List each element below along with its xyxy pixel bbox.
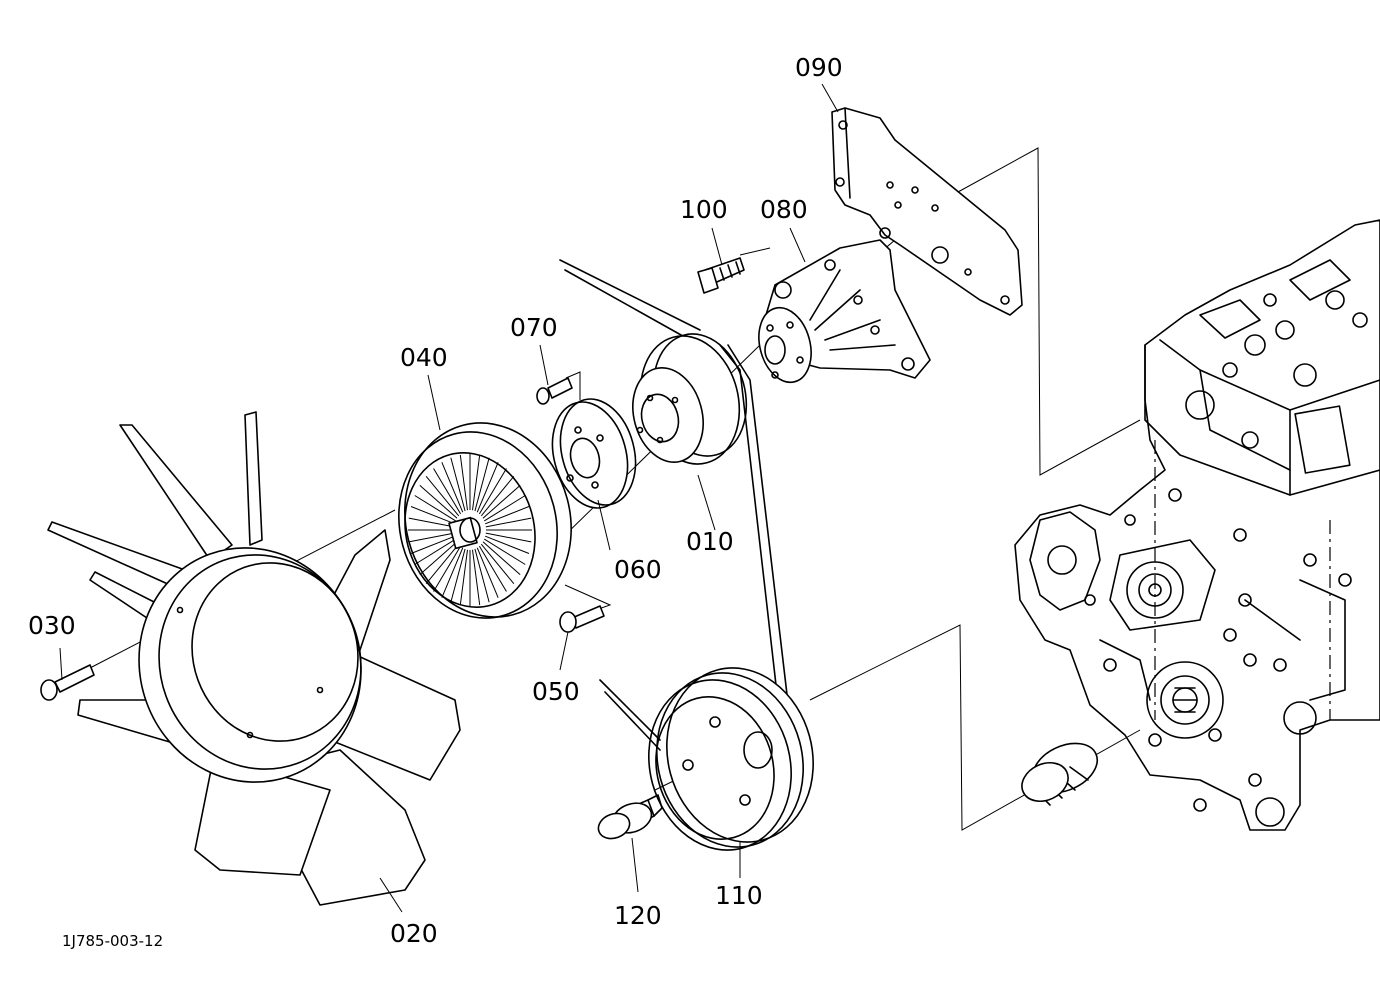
- label-040: 040: [400, 343, 448, 372]
- clutch-fin: [480, 543, 515, 585]
- clutch-fin: [485, 506, 530, 525]
- v-belt: [559, 259, 791, 751]
- part-090-bracket-plate: [831, 107, 1023, 316]
- clutch-fin: [478, 545, 507, 592]
- part-100-bolt: [697, 257, 745, 294]
- clutch-fin: [433, 468, 462, 515]
- clutch-fin: [474, 457, 490, 512]
- clutch-fin: [485, 532, 532, 543]
- clutch-fin: [476, 547, 499, 598]
- clutch-fin: [472, 454, 481, 511]
- leader-lines: [59, 83, 839, 913]
- part-030-bolt: [40, 664, 95, 701]
- part-020-cooling-fan: [47, 411, 461, 906]
- clutch-fin: [441, 547, 464, 598]
- label-110: 110: [715, 881, 763, 910]
- clutch-fin: [472, 549, 481, 606]
- part-110-crank-pulley: [648, 667, 814, 851]
- label-100: 100: [680, 195, 728, 224]
- clutch-fin: [410, 535, 455, 554]
- clutch-fin: [474, 548, 490, 603]
- label-060: 060: [614, 555, 662, 584]
- label-050: 050: [532, 677, 580, 706]
- part-labels: 090 100 080 070 040 010 060 030 050 110 …: [28, 53, 843, 950]
- clutch-fin: [478, 468, 507, 515]
- part-080-fan-bracket: [758, 227, 931, 384]
- label-090: 090: [795, 53, 843, 82]
- clutch-fin: [425, 475, 460, 517]
- clutch-fin: [485, 535, 530, 554]
- clutch-fin: [485, 517, 532, 528]
- clutch-fin: [459, 549, 468, 606]
- clutch-fin: [419, 541, 458, 576]
- clutch-fin: [408, 517, 455, 528]
- clutch-fin: [483, 495, 526, 522]
- clutch-fin: [450, 457, 466, 512]
- clutch-fin: [441, 462, 464, 513]
- clutch-fin: [414, 495, 457, 522]
- part-050-bolt: [559, 605, 605, 633]
- clutch-fin: [483, 538, 526, 565]
- label-010: 010: [686, 527, 734, 556]
- reference-code: 1J785-003-12: [62, 932, 163, 950]
- clutch-fin: [480, 475, 515, 517]
- clutch-fin: [476, 462, 499, 513]
- part-070-bolt: [536, 377, 573, 405]
- engine-block: [1014, 219, 1380, 831]
- clutch-fin: [459, 454, 468, 511]
- clutch-fin: [419, 484, 458, 519]
- label-020: 020: [390, 919, 438, 948]
- clutch-fin: [482, 541, 521, 576]
- clutch-fin: [482, 484, 521, 519]
- clutch-fin: [425, 543, 460, 585]
- part-060-spacer: [551, 398, 637, 509]
- part-040-fan-clutch: [398, 422, 572, 619]
- label-030: 030: [28, 611, 76, 640]
- crank-gear: [1021, 742, 1098, 806]
- clutch-fin: [414, 538, 457, 565]
- label-070: 070: [510, 313, 558, 342]
- clutch-fin: [433, 545, 462, 592]
- part-120-crank-bolt: [597, 794, 663, 840]
- part-010-fan-pulley: [632, 333, 748, 465]
- clutch-fin: [410, 506, 455, 525]
- label-120: 120: [614, 901, 662, 930]
- label-080: 080: [760, 195, 808, 224]
- clutch-fin: [408, 532, 455, 543]
- clutch-fin: [450, 548, 466, 603]
